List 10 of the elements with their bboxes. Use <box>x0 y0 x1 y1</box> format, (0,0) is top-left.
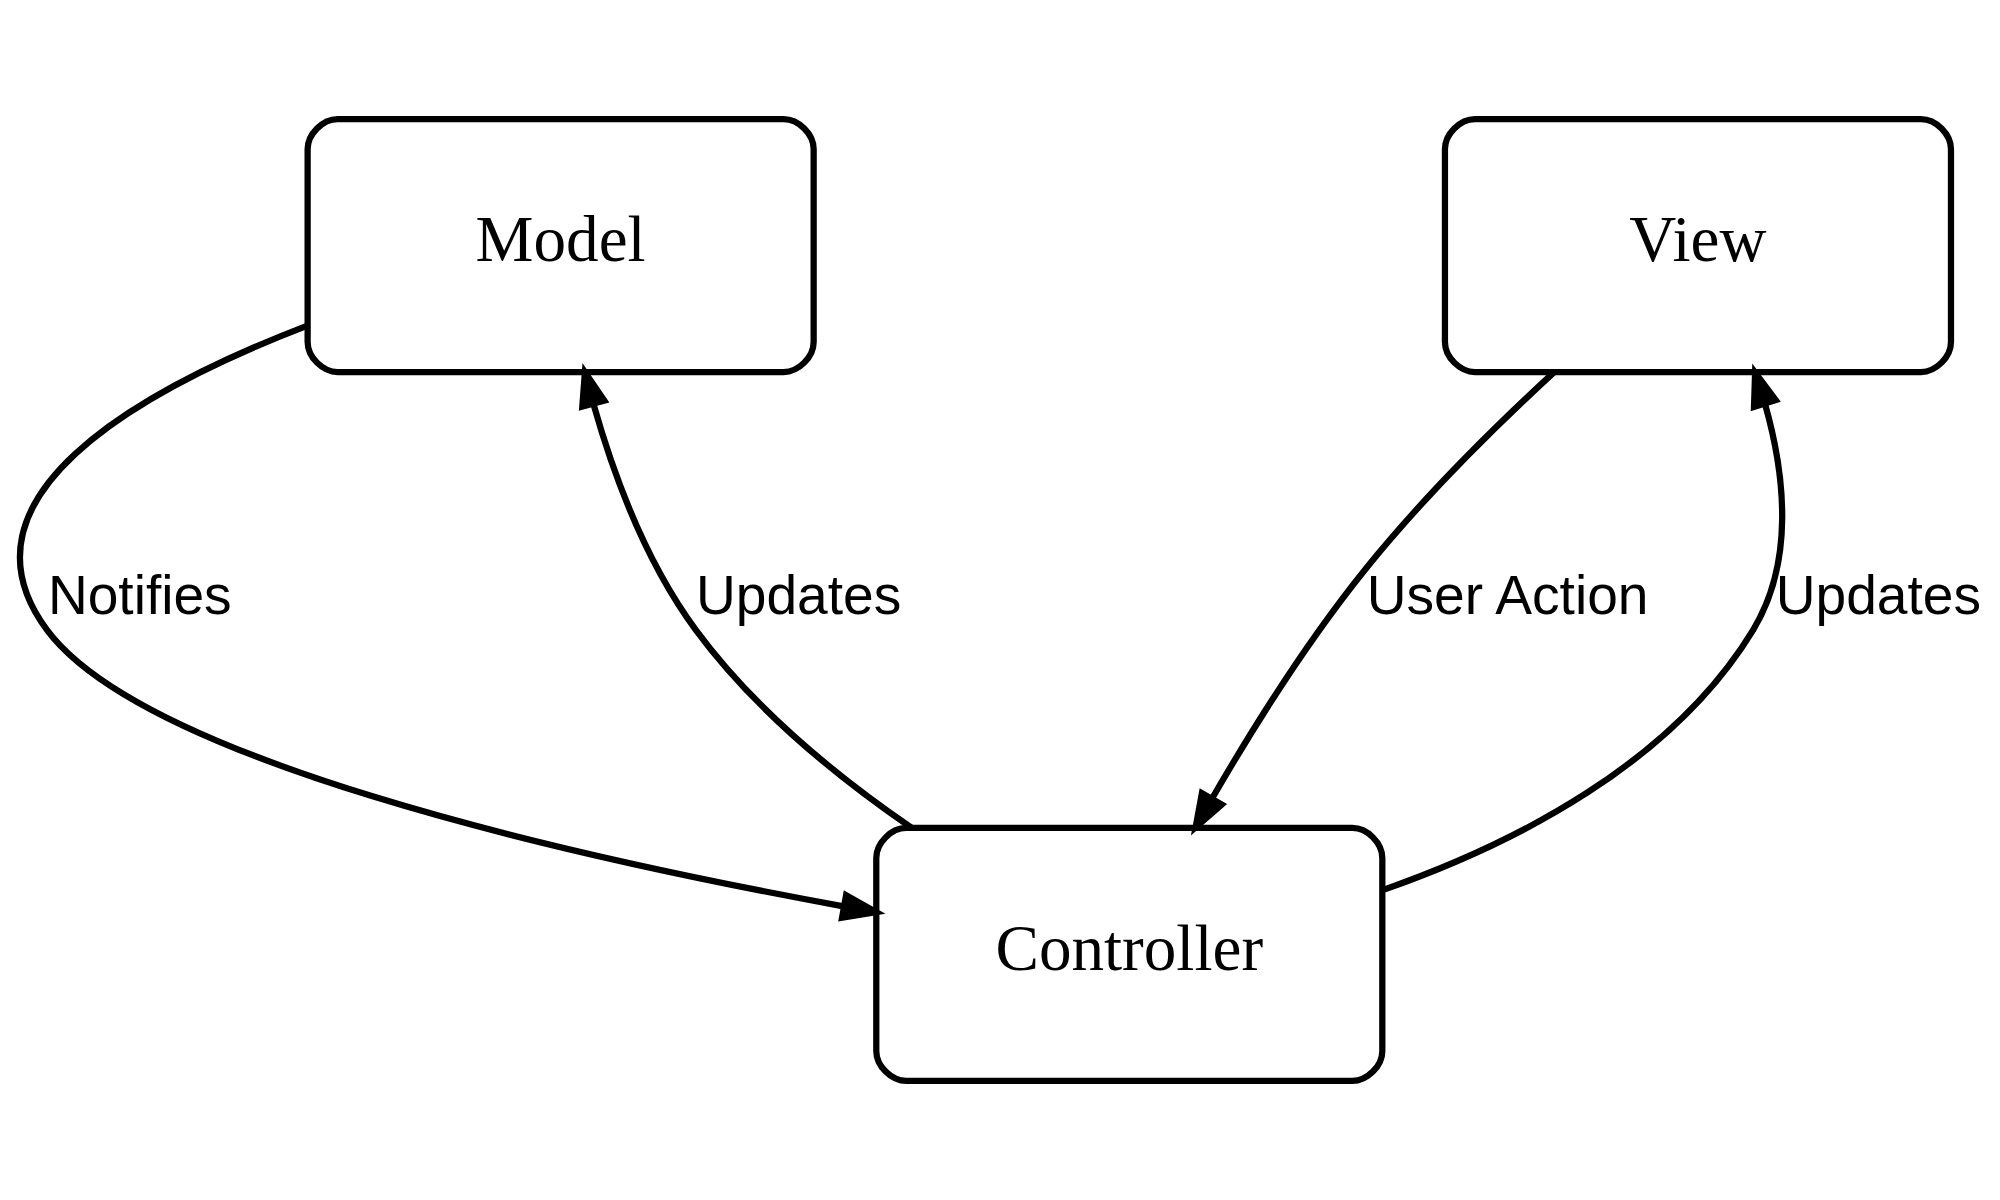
node-box: Model <box>304 115 817 376</box>
arrow <box>17 322 886 922</box>
node-box: Controller <box>873 824 1386 1085</box>
edge-label: Updates <box>1775 564 1981 627</box>
node-box: View <box>1441 115 1955 376</box>
edge-label: Updates <box>695 564 902 627</box>
edge-label: User Action <box>1366 564 1649 627</box>
arrow <box>1190 370 1557 836</box>
edge-label: Notifies <box>47 564 232 627</box>
arrow <box>578 363 914 831</box>
